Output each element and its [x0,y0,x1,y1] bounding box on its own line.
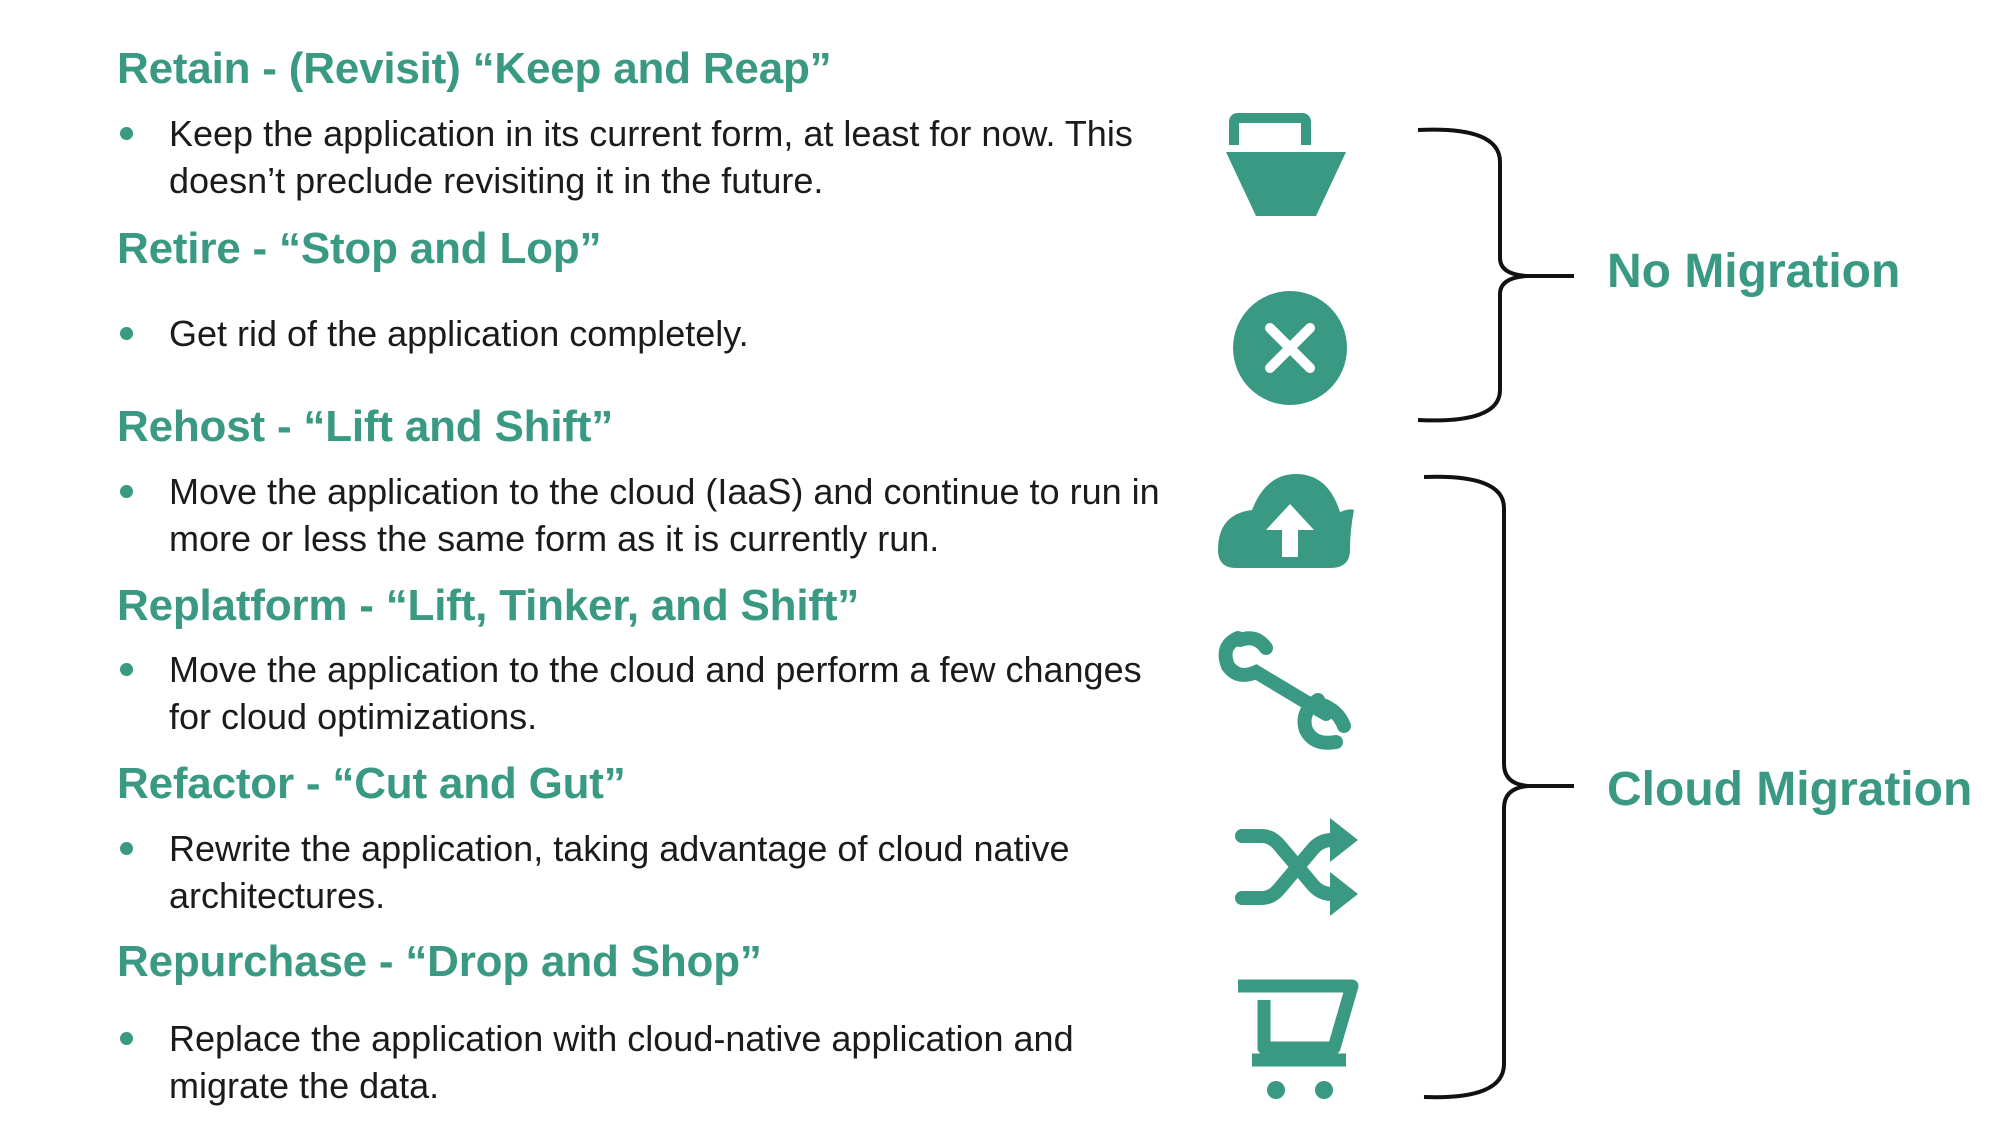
strategy-heading-replatform: Replatform - “Lift, Tinker, and Shift” [117,581,860,630]
wrench-icon [1218,631,1351,750]
strategy-description-refactor: Rewrite the application, taking advantag… [117,825,1169,919]
strategy-description-list: Move the application to the cloud (IaaS)… [117,468,1167,562]
no-migration-label: No Migration [1607,245,1901,298]
strategy-heading-refactor: Refactor - “Cut and Gut” [117,759,626,808]
strategy-description-repurchase: Replace the application with cloud-nativ… [117,1015,1179,1109]
strategy-description-list: Move the application to the cloud and pe… [117,646,1167,740]
basket-icon [1226,113,1346,216]
strategy-description-list: Rewrite the application, taking advantag… [117,825,1167,919]
strategy-description-retain: Keep the application in its current form… [117,110,1169,204]
strategy-description-replatform: Move the application to the cloud and pe… [117,646,1149,740]
strategy-heading-rehost: Rehost - “Lift and Shift” [117,402,614,451]
shuffle-icon [1235,818,1358,916]
strategy-description-list: Replace the application with cloud-nativ… [117,1015,1167,1109]
strategy-description-list: Keep the application in its current form… [117,110,1167,204]
cloud-migration-label: Cloud Migration [1607,763,1973,816]
shopping-cart-icon [1238,979,1359,1099]
strategy-heading-repurchase: Repurchase - “Drop and Shop” [117,937,762,986]
close-circle-icon [1233,291,1347,405]
strategy-heading-retain: Retain - (Revisit) “Keep and Reap” [117,44,832,93]
no-migration-bracket [1417,127,1574,423]
strategy-description-list: Get rid of the application completely. [117,310,1167,357]
strategy-description-retire: Get rid of the application completely. [117,310,1167,357]
cloud-upload-icon [1218,474,1354,568]
strategy-description-rehost: Move the application to the cloud (IaaS)… [117,468,1169,562]
strategy-heading-retire: Retire - “Stop and Lop” [117,224,602,273]
cloud-migration-bracket [1423,474,1574,1100]
